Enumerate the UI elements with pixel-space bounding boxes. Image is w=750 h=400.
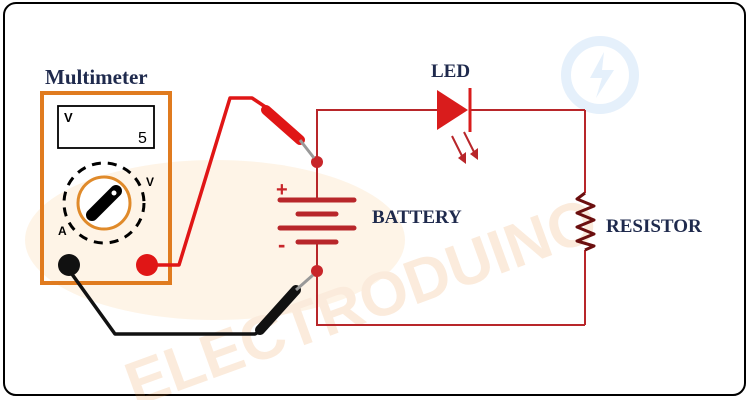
watermark-bolt-icon xyxy=(590,52,614,98)
resistor-symbol xyxy=(575,191,596,252)
multimeter: V 5 V A xyxy=(40,91,172,285)
selector-dial-ring xyxy=(62,161,146,245)
multimeter-display xyxy=(57,105,155,149)
watermark-bulb-icon xyxy=(561,36,639,114)
led-label: LED xyxy=(431,61,470,82)
com-jack xyxy=(58,254,80,276)
led-symbol xyxy=(437,88,478,164)
led-arrow-1 xyxy=(451,135,464,159)
multimeter-label: Multimeter xyxy=(45,65,148,89)
battery-plus-sign: + xyxy=(276,179,288,201)
circuit-wires xyxy=(316,109,586,326)
node-positive xyxy=(311,156,323,168)
led-arrow-2-head xyxy=(470,148,478,160)
battery-symbol xyxy=(277,197,357,245)
red-probe-handle xyxy=(261,105,305,145)
node-negative xyxy=(311,265,323,277)
battery-minus-sign: - xyxy=(278,232,285,257)
dial-label-a: A xyxy=(58,224,67,238)
battery-label: BATTERY xyxy=(372,207,462,228)
red-probe-tip xyxy=(298,139,316,159)
dial-label-v: V xyxy=(146,175,154,189)
black-probe xyxy=(67,268,314,336)
black-probe-tip xyxy=(295,273,314,292)
led-arrow-2 xyxy=(463,131,476,155)
black-probe-handle xyxy=(255,285,301,335)
red-probe-lead xyxy=(152,96,271,267)
multimeter-body xyxy=(40,91,172,285)
wire-bottom xyxy=(316,272,585,326)
red-probe xyxy=(152,96,316,267)
display-unit: V xyxy=(64,110,73,125)
resistor-label: RESISTOR xyxy=(606,216,702,237)
wire-top-left xyxy=(316,109,440,162)
voltage-jack xyxy=(136,254,158,276)
selector-dial-knob xyxy=(86,185,122,221)
led-triangle xyxy=(437,90,468,130)
diagram-frame xyxy=(3,2,746,396)
display-value: 5 xyxy=(138,130,147,147)
selector-dial-knob-dot xyxy=(111,190,117,196)
led-arrow-1-head xyxy=(458,152,466,164)
